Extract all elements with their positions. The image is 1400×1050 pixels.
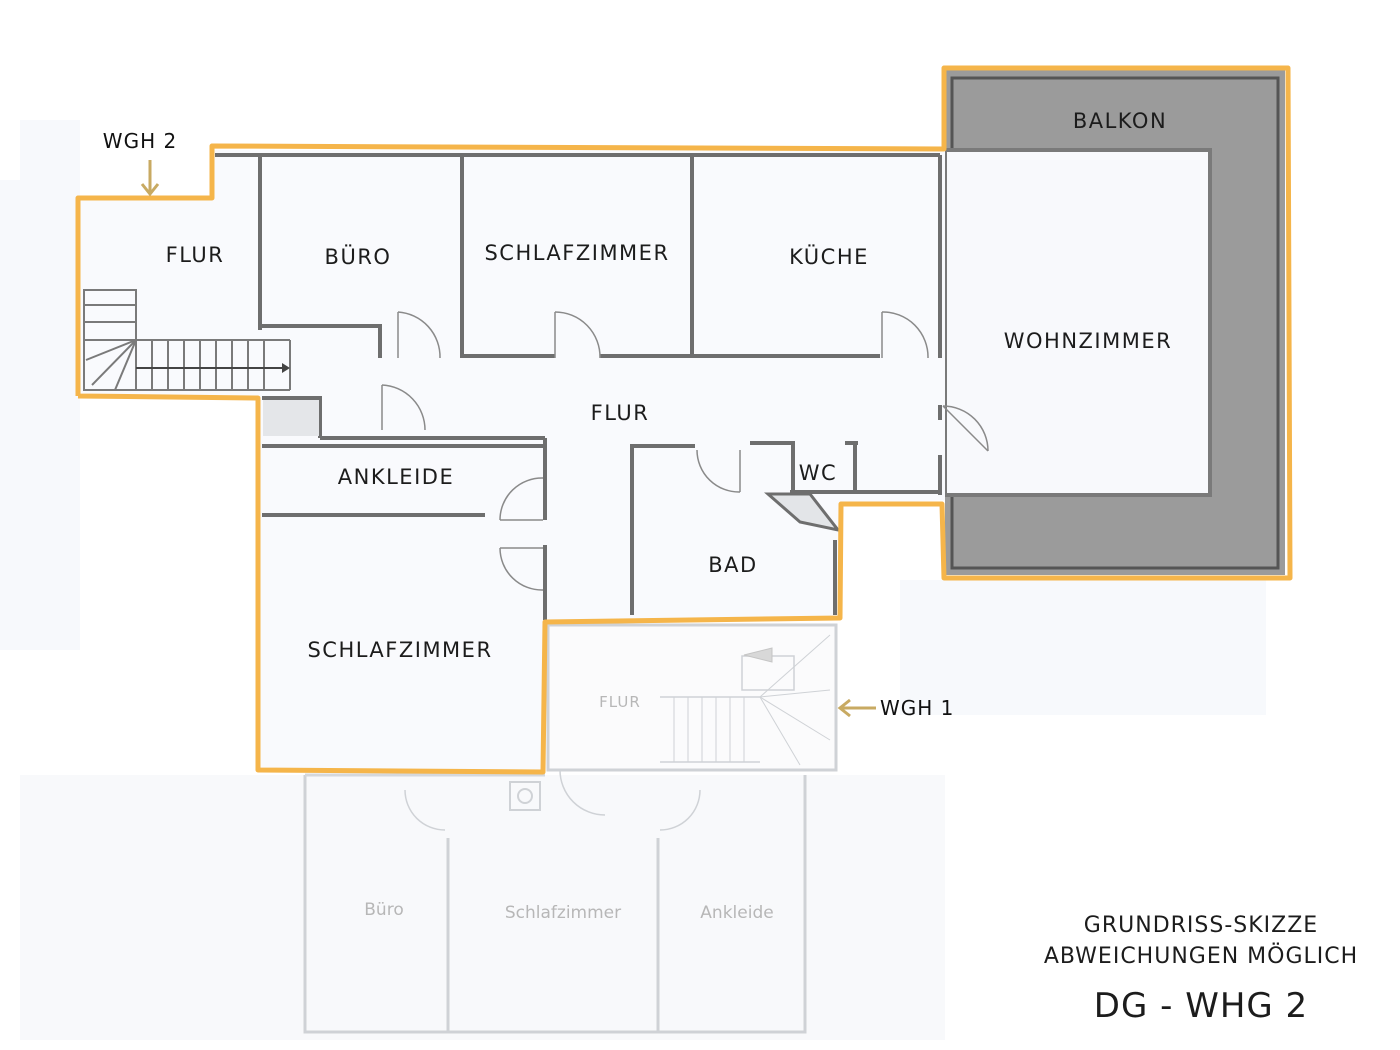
room-label-kueche: KÜCHE xyxy=(789,244,869,269)
lower-label-ankleide: Ankleide xyxy=(700,903,773,923)
staircase-upper xyxy=(83,289,291,391)
room-label-ankleide: ANKLEIDE xyxy=(338,465,454,489)
lower-label-schlafzimmer: Schlafzimmer xyxy=(505,903,621,923)
room-label-schlafzimmer-top: SCHLAFZIMMER xyxy=(484,241,669,265)
room-label-flur-center: FLUR xyxy=(591,401,650,425)
room-label-wc: WC xyxy=(799,461,837,485)
walls xyxy=(215,153,942,620)
door-swings xyxy=(381,311,989,591)
marker-arrows xyxy=(140,160,876,718)
caption-line-2: ABWEICHUNGEN MÖGLICH xyxy=(1043,944,1359,969)
marker-wgh2: WGH 2 xyxy=(103,129,177,153)
lower-label-buero: Büro xyxy=(364,900,403,920)
caption-title: DG - WHG 2 xyxy=(1093,986,1309,1026)
room-label-schlafzimmer-bottom: SCHLAFZIMMER xyxy=(307,638,492,662)
lower-label-flur: FLUR xyxy=(599,693,641,711)
caption-line-1: GRUNDRISS-SKIZZE xyxy=(1083,913,1319,938)
room-label-bad: BAD xyxy=(708,553,757,577)
balcony xyxy=(943,70,1285,575)
room-label-buero: BÜRO xyxy=(325,244,392,269)
marker-wgh1: WGH 1 xyxy=(880,696,954,720)
room-label-flur-stair: FLUR xyxy=(166,243,225,267)
unit-outline-whg2 xyxy=(75,65,1293,775)
room-label-balkon: BALKON xyxy=(1073,109,1167,133)
plan-caption: GRUNDRISS-SKIZZE ABWEICHUNGEN MÖGLICH DG… xyxy=(1016,910,1386,1026)
lower-floor xyxy=(303,623,838,1034)
room-label-wohnzimmer: WOHNZIMMER xyxy=(1004,329,1172,353)
